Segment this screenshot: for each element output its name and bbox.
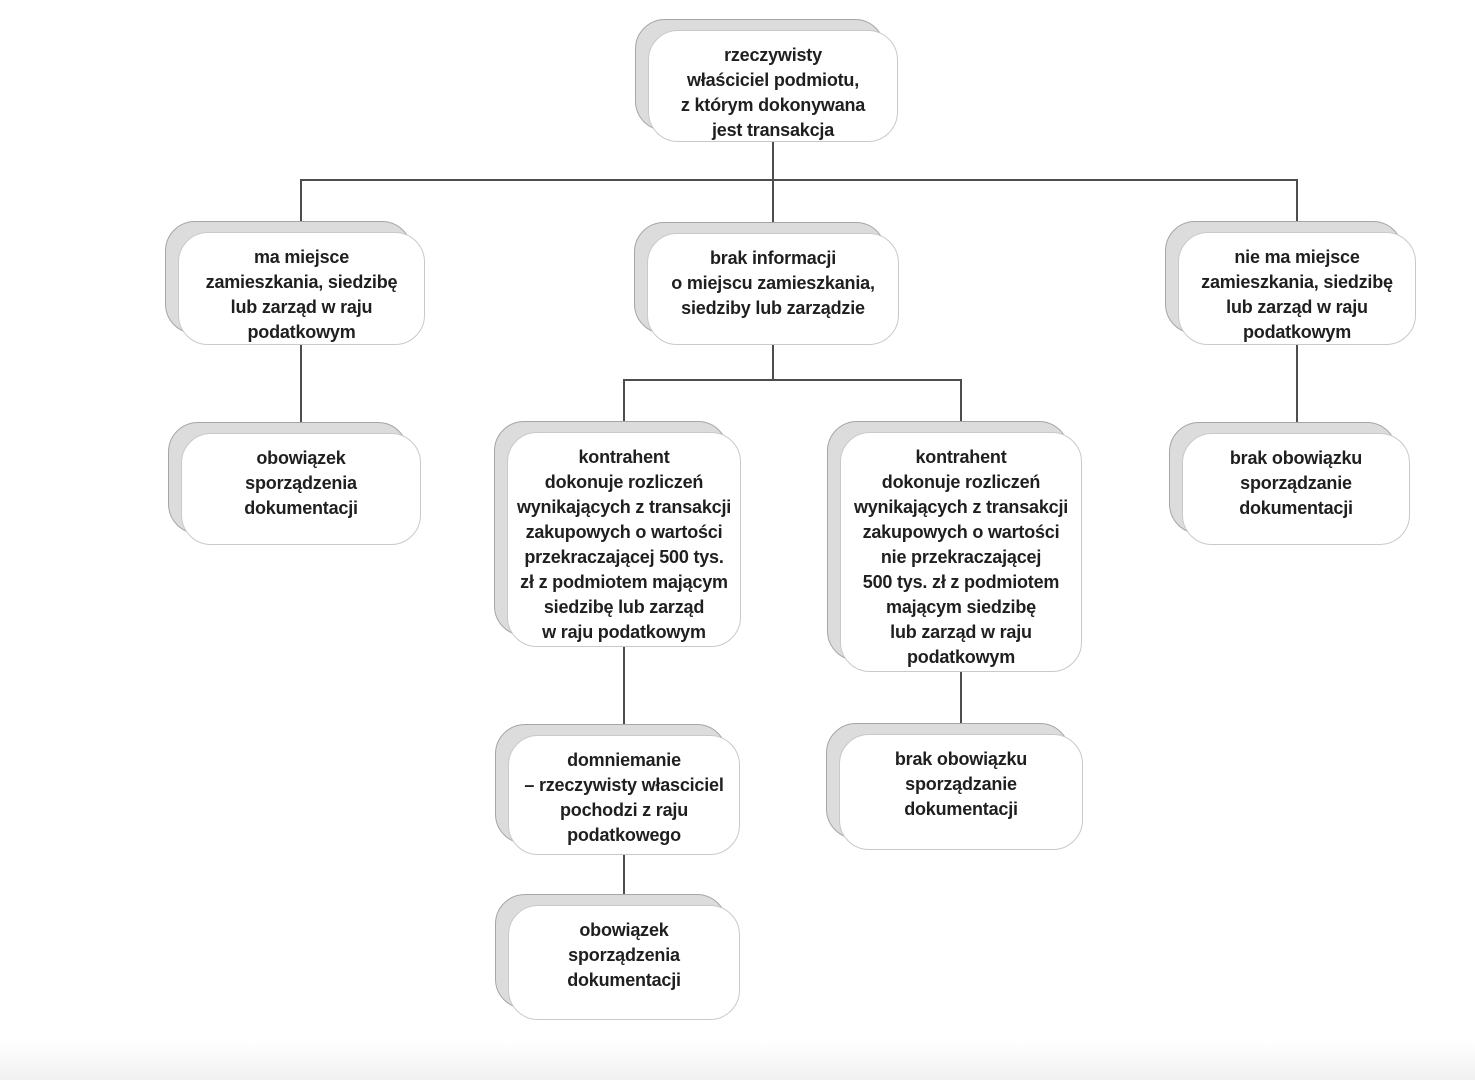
- node-label-line: mającym siedzibę: [886, 597, 1036, 617]
- node-no-information: brak informacji o miejscu zamieszkania, si…: [634, 222, 899, 345]
- node-label-line: z którym dokonywana: [680, 95, 866, 115]
- node-label-line: podatkowego: [567, 825, 681, 845]
- node-label-line: dokumentacji: [1239, 498, 1353, 518]
- edge-presumption-duty: [623, 855, 625, 905]
- node-label-line: brak obowiązku: [1229, 448, 1363, 468]
- edge-haven-yes-duty: [300, 345, 302, 433]
- node-label-line: dokumentacji: [567, 970, 681, 990]
- edge-drop-no-info: [772, 179, 774, 233]
- node-label-line: wynikających z transakcji: [853, 497, 1069, 517]
- edge-drop-haven-no: [1296, 179, 1298, 232]
- node-label: rzeczywisty właściciel podmiotu, z którym …: [648, 30, 898, 142]
- node-label-line: rzeczywisty: [724, 45, 822, 65]
- edge-haven-no-noduty: [1296, 345, 1298, 433]
- node-label-line: lub zarząd w raju: [1226, 297, 1368, 317]
- node-label-line: nie ma miejsce: [1234, 247, 1360, 267]
- node-label-line: o miejscu zamieszkania,: [671, 273, 875, 293]
- node-label-line: podatkowym: [247, 322, 356, 342]
- node-label-line: obowiązek: [579, 920, 669, 940]
- node-beneficial-owner: rzeczywisty właściciel podmiotu, z którym …: [635, 19, 898, 142]
- node-label-line: lub zarząd w raju: [230, 297, 373, 317]
- node-label-line: brak obowiązku: [894, 749, 1028, 769]
- node-label-line: zamieszkania, siedzibę: [205, 272, 398, 292]
- node-label: domniemanie – rzeczywisty własciciel pocho…: [508, 735, 740, 855]
- node-label-line: zł z podmiotem mającym: [520, 572, 728, 592]
- page-edge-gradient: [0, 1040, 1475, 1080]
- node-label: obowiązek sporządzenia dokumentacji: [181, 433, 421, 545]
- node-label: kontrahent dokonuje rozliczeń wynikających…: [840, 432, 1082, 672]
- edge-level1-horizontal: [300, 179, 1298, 181]
- node-documentation-obligation-bottom: obowiązek sporządzenia dokumentacji: [495, 894, 740, 1020]
- node-label-line: podatkowym: [906, 647, 1015, 667]
- node-label-line: pochodzi z raju: [559, 800, 688, 820]
- node-label-line: domniemanie: [567, 750, 681, 770]
- node-label-line: kontrahent: [578, 447, 670, 467]
- node-label-line: jest transakcja: [711, 120, 835, 140]
- node-label-line: obowiązek: [256, 448, 346, 468]
- node-label-line: dokonuje rozliczeń: [881, 472, 1041, 492]
- node-contractor-under-500k: kontrahent dokonuje rozliczeń wynikających…: [827, 421, 1082, 672]
- edge-drop-under-500k: [960, 379, 962, 432]
- node-label-line: sporządzanie: [905, 774, 1017, 794]
- edge-level2-horizontal: [623, 379, 962, 381]
- node-label-line: zakupowych o wartości: [862, 522, 1060, 542]
- node-label: nie ma miejsce zamieszkania, siedzibę lub …: [1178, 232, 1416, 345]
- node-label: ma miejsce zamieszkania, siedzibę lub zarz…: [178, 232, 425, 345]
- node-label-line: w raju podatkowym: [542, 622, 706, 642]
- node-no-residence-tax-haven: nie ma miejsce zamieszkania, siedzibę lub …: [1165, 221, 1416, 345]
- edge-over500k-presumption: [623, 647, 625, 735]
- node-label-line: siedzibę lub zarząd: [543, 597, 705, 617]
- node-label-line: sporządzenia: [245, 473, 357, 493]
- node-documentation-obligation-left: obowiązek sporządzenia dokumentacji: [168, 422, 421, 545]
- node-contractor-over-500k: kontrahent dokonuje rozliczeń wynikających…: [494, 421, 741, 647]
- node-label-line: lub zarząd w raju: [890, 622, 1032, 642]
- node-label-line: wynikających z transakcji: [516, 497, 732, 517]
- node-label-line: przekraczającej 500 tys.: [524, 547, 724, 567]
- node-label: brak informacji o miejscu zamieszkania, si…: [647, 233, 899, 345]
- node-label-line: – rzeczywisty własciciel: [524, 775, 724, 795]
- node-no-obligation-middle: brak obowiązku sporządzanie dokumentacji: [826, 723, 1083, 850]
- node-label-line: dokumentacji: [904, 799, 1018, 819]
- node-label-line: dokumentacji: [244, 498, 358, 518]
- node-label-line: podatkowym: [1242, 322, 1351, 342]
- edge-root-down: [772, 142, 774, 180]
- node-label-line: ma miejsce: [253, 247, 350, 267]
- node-label-line: właściciel podmiotu,: [686, 70, 860, 90]
- node-label-line: dokonuje rozliczeń: [544, 472, 704, 492]
- node-label: obowiązek sporządzenia dokumentacji: [508, 905, 740, 1020]
- node-label-line: kontrahent: [915, 447, 1007, 467]
- edge-drop-haven-yes: [300, 179, 302, 232]
- node-label: brak obowiązku sporządzanie dokumentacji: [1182, 433, 1410, 545]
- node-has-residence-tax-haven: ma miejsce zamieszkania, siedzibę lub zarz…: [165, 221, 425, 345]
- edge-no-info-down: [772, 345, 774, 380]
- node-label-line: zakupowych o wartości: [525, 522, 723, 542]
- node-no-obligation-right: brak obowiązku sporządzanie dokumentacji: [1169, 422, 1410, 545]
- node-presumption-tax-haven-owner: domniemanie – rzeczywisty własciciel pocho…: [495, 724, 740, 855]
- node-label-line: zamieszkania, siedzibę: [1201, 272, 1393, 292]
- node-label-line: 500 tys. zł z podmiotem: [862, 572, 1060, 592]
- node-label-line: siedziby lub zarządzie: [681, 298, 865, 318]
- node-label-line: nie przekraczającej: [880, 547, 1042, 567]
- edge-drop-over-500k: [623, 379, 625, 432]
- node-label: brak obowiązku sporządzanie dokumentacji: [839, 734, 1083, 850]
- node-label-line: sporządzanie: [1240, 473, 1352, 493]
- node-label-line: sporządzenia: [568, 945, 680, 965]
- node-label-line: brak informacji: [709, 248, 837, 268]
- node-label: kontrahent dokonuje rozliczeń wynikających…: [507, 432, 741, 647]
- edge-under500k-noduty: [960, 672, 962, 734]
